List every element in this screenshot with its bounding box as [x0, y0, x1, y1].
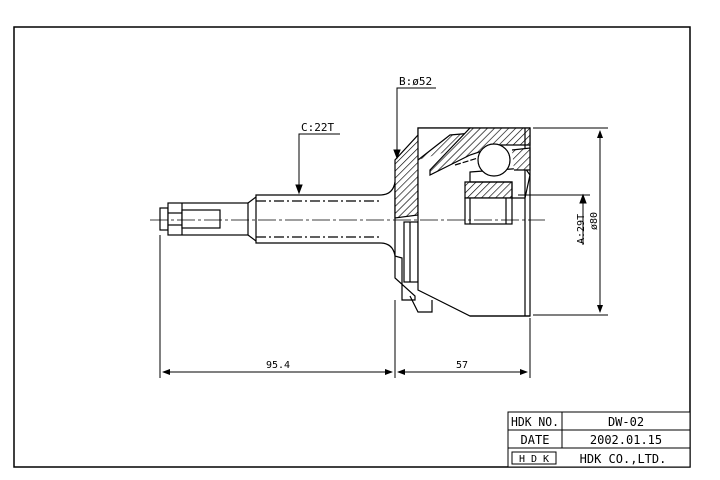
- hdk-logo-text: H D K: [519, 454, 549, 465]
- inner-spline-callout: [295, 133, 340, 195]
- cv-joint-drawing: [150, 127, 545, 317]
- inner-spline-callout-label: C:22T: [301, 121, 334, 134]
- spline-stub: [159, 196, 257, 242]
- part-number-value: DW-02: [608, 415, 644, 429]
- hdk-logo: H D K: [511, 451, 557, 465]
- date-value: 2002.01.15: [590, 433, 662, 447]
- drawing-border: [13, 26, 691, 468]
- outer-spline-label: A:29T: [576, 214, 587, 244]
- bell-length-dimension: 57: [456, 360, 468, 371]
- outer-diameter-label: ø80: [589, 212, 600, 230]
- part-number-label: HDK NO.: [511, 415, 559, 429]
- date-label: DATE: [521, 433, 550, 447]
- length-dimensions: [159, 235, 531, 378]
- diameter-dimension: [518, 127, 608, 316]
- ball-bearing: [477, 143, 511, 177]
- shaft-length-dimension: 95.4: [266, 360, 290, 371]
- bearing-callout: [393, 87, 436, 160]
- bell-flange: [394, 127, 471, 313]
- stem-shaft: [255, 181, 396, 257]
- bearing-callout-label: B:ø52: [399, 75, 432, 88]
- company-name: HDK CO.,LTD.: [580, 452, 667, 466]
